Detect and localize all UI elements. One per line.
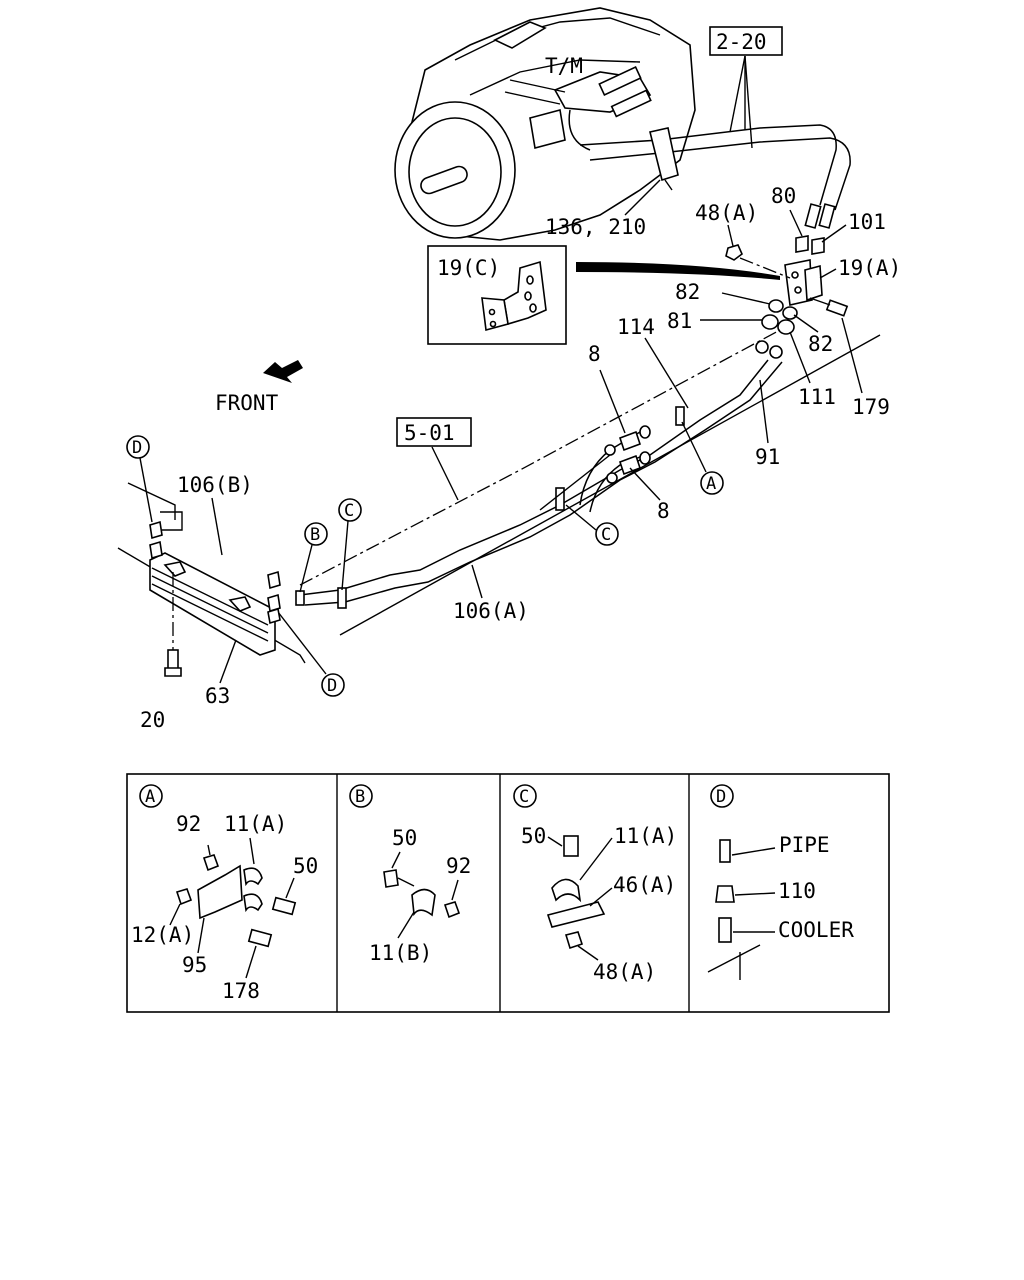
- label-111: 111: [798, 385, 836, 409]
- label-91: 91: [755, 445, 780, 469]
- label-8-top: 8: [588, 342, 601, 366]
- inset-19c: 92 19(C): [427, 245, 780, 345]
- panel-b-label-50: 50: [392, 826, 417, 850]
- oil-cooler: [117, 482, 306, 677]
- label-106b: 106(B): [177, 473, 253, 497]
- callout-b: B: [299, 522, 328, 593]
- label-80: 80: [771, 184, 796, 208]
- panel-a-label-178: 178: [222, 979, 260, 1003]
- panel-a-label-12a: 12(A): [131, 923, 194, 947]
- svg-text:C: C: [344, 501, 354, 521]
- ref-5-01-label: 5-01: [404, 421, 455, 445]
- panel-d-key: D: [716, 787, 726, 807]
- callout-c-right: C: [565, 504, 619, 546]
- label-63: 63: [205, 684, 230, 708]
- label-48a-top: 48(A): [695, 201, 758, 225]
- front-label: FRONT: [215, 391, 279, 415]
- panel-d-label-pipe: PIPE: [779, 833, 830, 857]
- tm-hoses: [568, 109, 851, 211]
- svg-text:D: D: [327, 676, 337, 696]
- label-8-bottom: 8: [657, 499, 670, 523]
- panel-c-label-50: 50: [521, 824, 546, 848]
- ref-box-2-20: 2-20: [709, 26, 783, 149]
- front-arrow-icon: [263, 360, 303, 383]
- panel-c-label-46a: 46(A): [613, 873, 676, 897]
- callout-d-bottom: D: [277, 611, 345, 697]
- label-179: 179: [852, 395, 890, 419]
- label-20: 20: [140, 708, 165, 732]
- pipe-route: [295, 329, 881, 636]
- label-106a: 106(A): [453, 599, 529, 623]
- label-81: 81: [667, 309, 692, 333]
- label-82-top: 82: [675, 280, 700, 304]
- panel-a-label-50: 50: [293, 854, 318, 878]
- panel-c-label-48a: 48(A): [593, 960, 656, 984]
- detail-panel-d: D PIPE 110 COOLER: [707, 784, 854, 980]
- panel-d-label-cooler: COOLER: [778, 918, 854, 942]
- callout-d-top: D: [126, 435, 153, 523]
- panel-a-label-92: 92: [176, 812, 201, 836]
- panel-b-label-11b: 11(B): [369, 941, 432, 965]
- label-82-bottom: 82: [808, 332, 833, 356]
- detail-panel-b: B 50 92 11(B): [349, 784, 471, 965]
- svg-text:D: D: [132, 438, 142, 458]
- panel-c-label-11a: 11(A): [614, 824, 677, 848]
- panel-a-key: A: [145, 787, 155, 807]
- tm-label: T/M: [545, 54, 583, 78]
- ref-2-20-label: 2-20: [716, 30, 767, 54]
- label-114: 114: [617, 315, 655, 339]
- panel-c-key: C: [519, 787, 529, 807]
- detail-panel-a: A 92 11(A) 50 12(A) 95 178: [131, 784, 318, 1003]
- panel-b-label-92: 92: [446, 854, 471, 878]
- callout-c-left: C: [338, 498, 362, 591]
- svg-text:B: B: [310, 525, 320, 545]
- panel-b-key: B: [355, 787, 365, 807]
- svg-text:C: C: [601, 525, 611, 545]
- label-136-210: 136, 210: [545, 215, 646, 239]
- label-19c-text: 19(C): [437, 256, 500, 280]
- bracket-assembly: [725, 203, 849, 359]
- label-101: 101: [848, 210, 886, 234]
- panel-a-label-95: 95: [182, 953, 207, 977]
- ref-box-5-01: 5-01: [396, 417, 472, 501]
- callout-a: A: [681, 421, 724, 495]
- detail-panels: [126, 773, 890, 1013]
- svg-text:A: A: [706, 474, 716, 494]
- label-19a: 19(A): [838, 256, 901, 280]
- detail-panel-c: C 50 11(A) 46(A) 48(A): [513, 784, 677, 984]
- panel-a-label-11a: 11(A): [224, 812, 287, 836]
- panel-d-label-110: 110: [778, 879, 816, 903]
- transmission-housing: [394, 7, 696, 241]
